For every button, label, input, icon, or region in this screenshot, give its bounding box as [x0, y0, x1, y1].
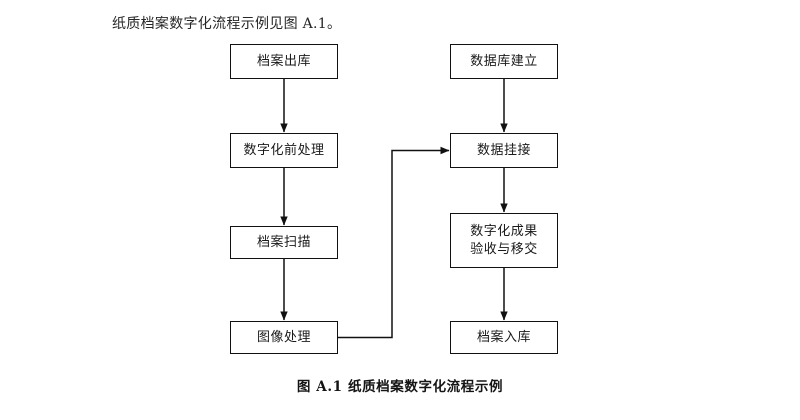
flow-node-label: 图像处理 — [256, 329, 311, 345]
flow-node-image-process[interactable]: 图像处理 — [230, 321, 338, 354]
flow-node-label: 档案扫描 — [256, 234, 311, 250]
flow-node-label-line-2: 验收与移交 — [470, 241, 538, 257]
figure-caption: 图 A.1 纸质档案数字化流程示例 — [296, 379, 504, 395]
flow-node-label: 档案入库 — [476, 329, 531, 345]
edge-image-process-to-data-link — [338, 146, 450, 339]
flow-node-acceptance[interactable]: 数字化成果 验收与移交 — [450, 213, 558, 268]
flow-node-archive-out[interactable]: 档案出库 — [230, 44, 338, 79]
intro-paragraph: 纸质档案数字化流程示例见图 A.1。 — [112, 16, 342, 32]
flow-node-label-line-1: 数字化成果 — [470, 223, 538, 239]
flow-node-pre-process[interactable]: 数字化前处理 — [230, 133, 338, 168]
flow-node-label: 数字化前处理 — [243, 142, 325, 158]
flow-node-label: 档案出库 — [256, 53, 311, 69]
flow-node-db-build[interactable]: 数据库建立 — [450, 44, 558, 79]
flow-node-data-link[interactable]: 数据挂接 — [450, 133, 558, 168]
flow-node-label: 数据库建立 — [470, 53, 538, 69]
flow-node-label: 数据挂接 — [476, 142, 531, 158]
flow-node-archive-in[interactable]: 档案入库 — [450, 321, 558, 354]
flow-node-archive-scan[interactable]: 档案扫描 — [230, 226, 338, 259]
